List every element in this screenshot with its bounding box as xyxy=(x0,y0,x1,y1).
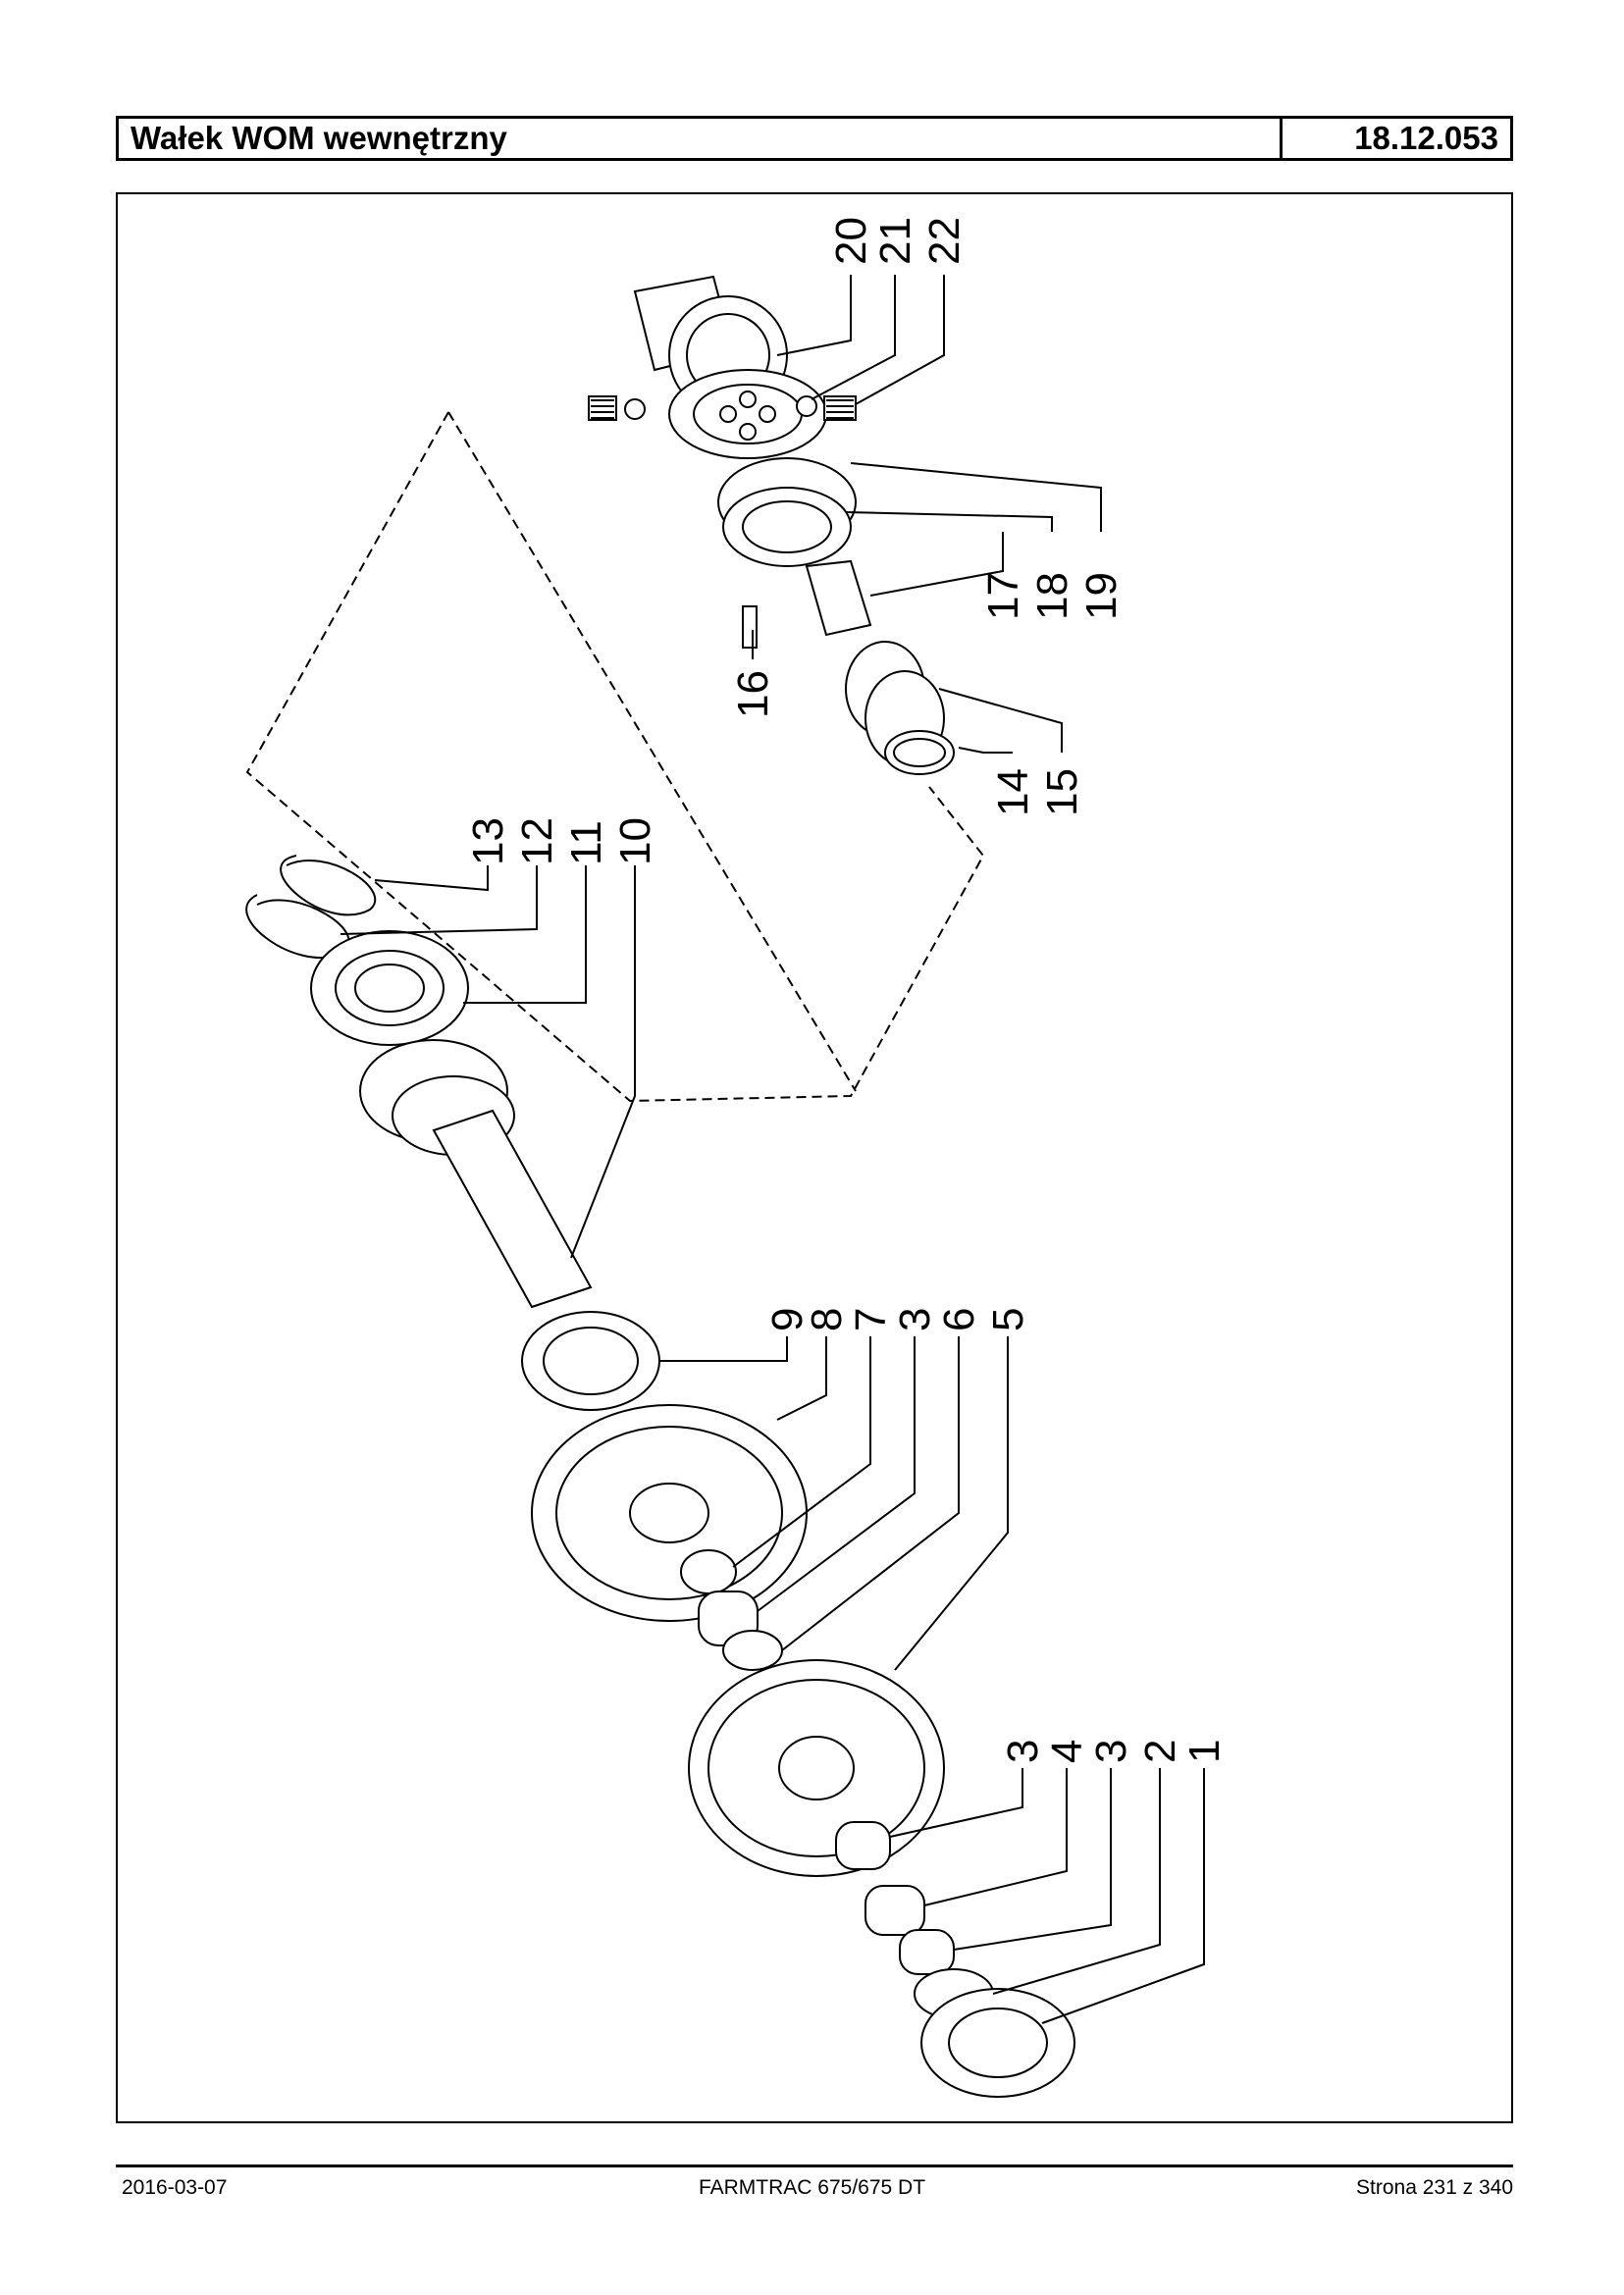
hub-17 xyxy=(805,559,872,637)
title-bar: Wałek WOM wewnętrzny 18.12.053 xyxy=(116,116,1513,161)
callout-11: 11 xyxy=(562,820,610,865)
ring-18 xyxy=(722,487,852,567)
footer-divider xyxy=(116,2165,1513,2167)
bushing-7 xyxy=(680,1549,737,1594)
ring-9 xyxy=(521,1311,660,1411)
callout-4: 4 xyxy=(1043,1740,1091,1763)
leader xyxy=(374,865,489,892)
callout-7: 7 xyxy=(847,1308,895,1331)
circlip-13 xyxy=(280,855,377,916)
callout-18: 18 xyxy=(1028,572,1076,620)
leader xyxy=(463,865,587,1004)
pto-shaft-diagram: 20 21 22 17 18 19 16 14 15 13 12 11 10 9… xyxy=(245,217,1229,2098)
leader xyxy=(923,1768,1068,1906)
dashed-guide xyxy=(245,411,985,1103)
leader xyxy=(659,1336,788,1362)
leader xyxy=(845,511,1053,532)
coupler-20 xyxy=(633,275,827,459)
callout-2: 2 xyxy=(1136,1740,1184,1763)
callout-6: 6 xyxy=(935,1308,983,1331)
bearing-11 xyxy=(310,930,469,1046)
callout-13: 13 xyxy=(464,817,512,865)
leader xyxy=(811,275,896,400)
callout-20: 20 xyxy=(827,217,875,265)
gear-shaft-10 xyxy=(359,1039,593,1309)
ring-6 xyxy=(722,1630,783,1671)
leader xyxy=(781,1336,960,1651)
leader xyxy=(869,532,1004,597)
callout-5: 5 xyxy=(984,1308,1032,1331)
leader xyxy=(953,1768,1112,1951)
footer-date: 2016-03-07 xyxy=(122,2176,228,2199)
callout-21: 21 xyxy=(871,217,919,265)
spring-right xyxy=(823,395,857,421)
bearing-3-bottom xyxy=(899,1929,955,1975)
callout-8: 8 xyxy=(803,1308,851,1331)
pin-16 xyxy=(742,605,758,649)
leader xyxy=(732,1336,871,1568)
callout-16: 16 xyxy=(729,670,777,718)
dashed-guide xyxy=(447,411,857,1092)
callout-3b: 3 xyxy=(999,1740,1047,1763)
callout-3a: 3 xyxy=(891,1308,939,1331)
callout-1: 1 xyxy=(1180,1740,1229,1763)
spacer-4 xyxy=(864,1885,925,1936)
leader xyxy=(958,747,1013,754)
leader xyxy=(894,1336,1009,1671)
leader xyxy=(1041,1768,1205,2024)
callout-10: 10 xyxy=(611,817,659,865)
bearing-1 xyxy=(920,1988,1075,2098)
callout-19: 19 xyxy=(1077,572,1126,620)
footer-model: FARMTRAC 675/675 DT xyxy=(698,2176,926,2199)
callout-15: 15 xyxy=(1038,768,1086,816)
footer-page-number: Strona 231 z 340 xyxy=(1356,2176,1513,2199)
leader xyxy=(889,1768,1023,1838)
callout-17: 17 xyxy=(979,572,1027,620)
callout-9: 9 xyxy=(763,1308,812,1331)
ball-left xyxy=(624,398,646,420)
callout-22: 22 xyxy=(920,217,969,265)
page-title: Wałek WOM wewnętrzny xyxy=(119,119,1283,158)
gear-5 xyxy=(688,1659,945,1877)
callout-3c: 3 xyxy=(1087,1740,1135,1763)
exploded-view-figure: 20 21 22 17 18 19 16 14 15 13 12 11 10 9… xyxy=(116,192,1513,2123)
leader xyxy=(992,1768,1161,1995)
leader xyxy=(938,688,1063,753)
gear-8 xyxy=(531,1404,808,1622)
leader xyxy=(776,275,852,356)
bearing-3-lower xyxy=(835,1821,891,1870)
section-code: 18.12.053 xyxy=(1354,120,1498,156)
callout-12: 12 xyxy=(513,817,561,865)
leader xyxy=(570,865,636,1259)
leader xyxy=(757,1336,916,1612)
spring-left xyxy=(588,395,617,421)
leader xyxy=(340,865,538,935)
leader xyxy=(850,462,1102,532)
ball-right xyxy=(796,395,817,417)
washer-14 xyxy=(884,730,955,775)
callout-14: 14 xyxy=(989,768,1037,816)
leader xyxy=(776,1336,827,1421)
leader xyxy=(855,275,945,405)
